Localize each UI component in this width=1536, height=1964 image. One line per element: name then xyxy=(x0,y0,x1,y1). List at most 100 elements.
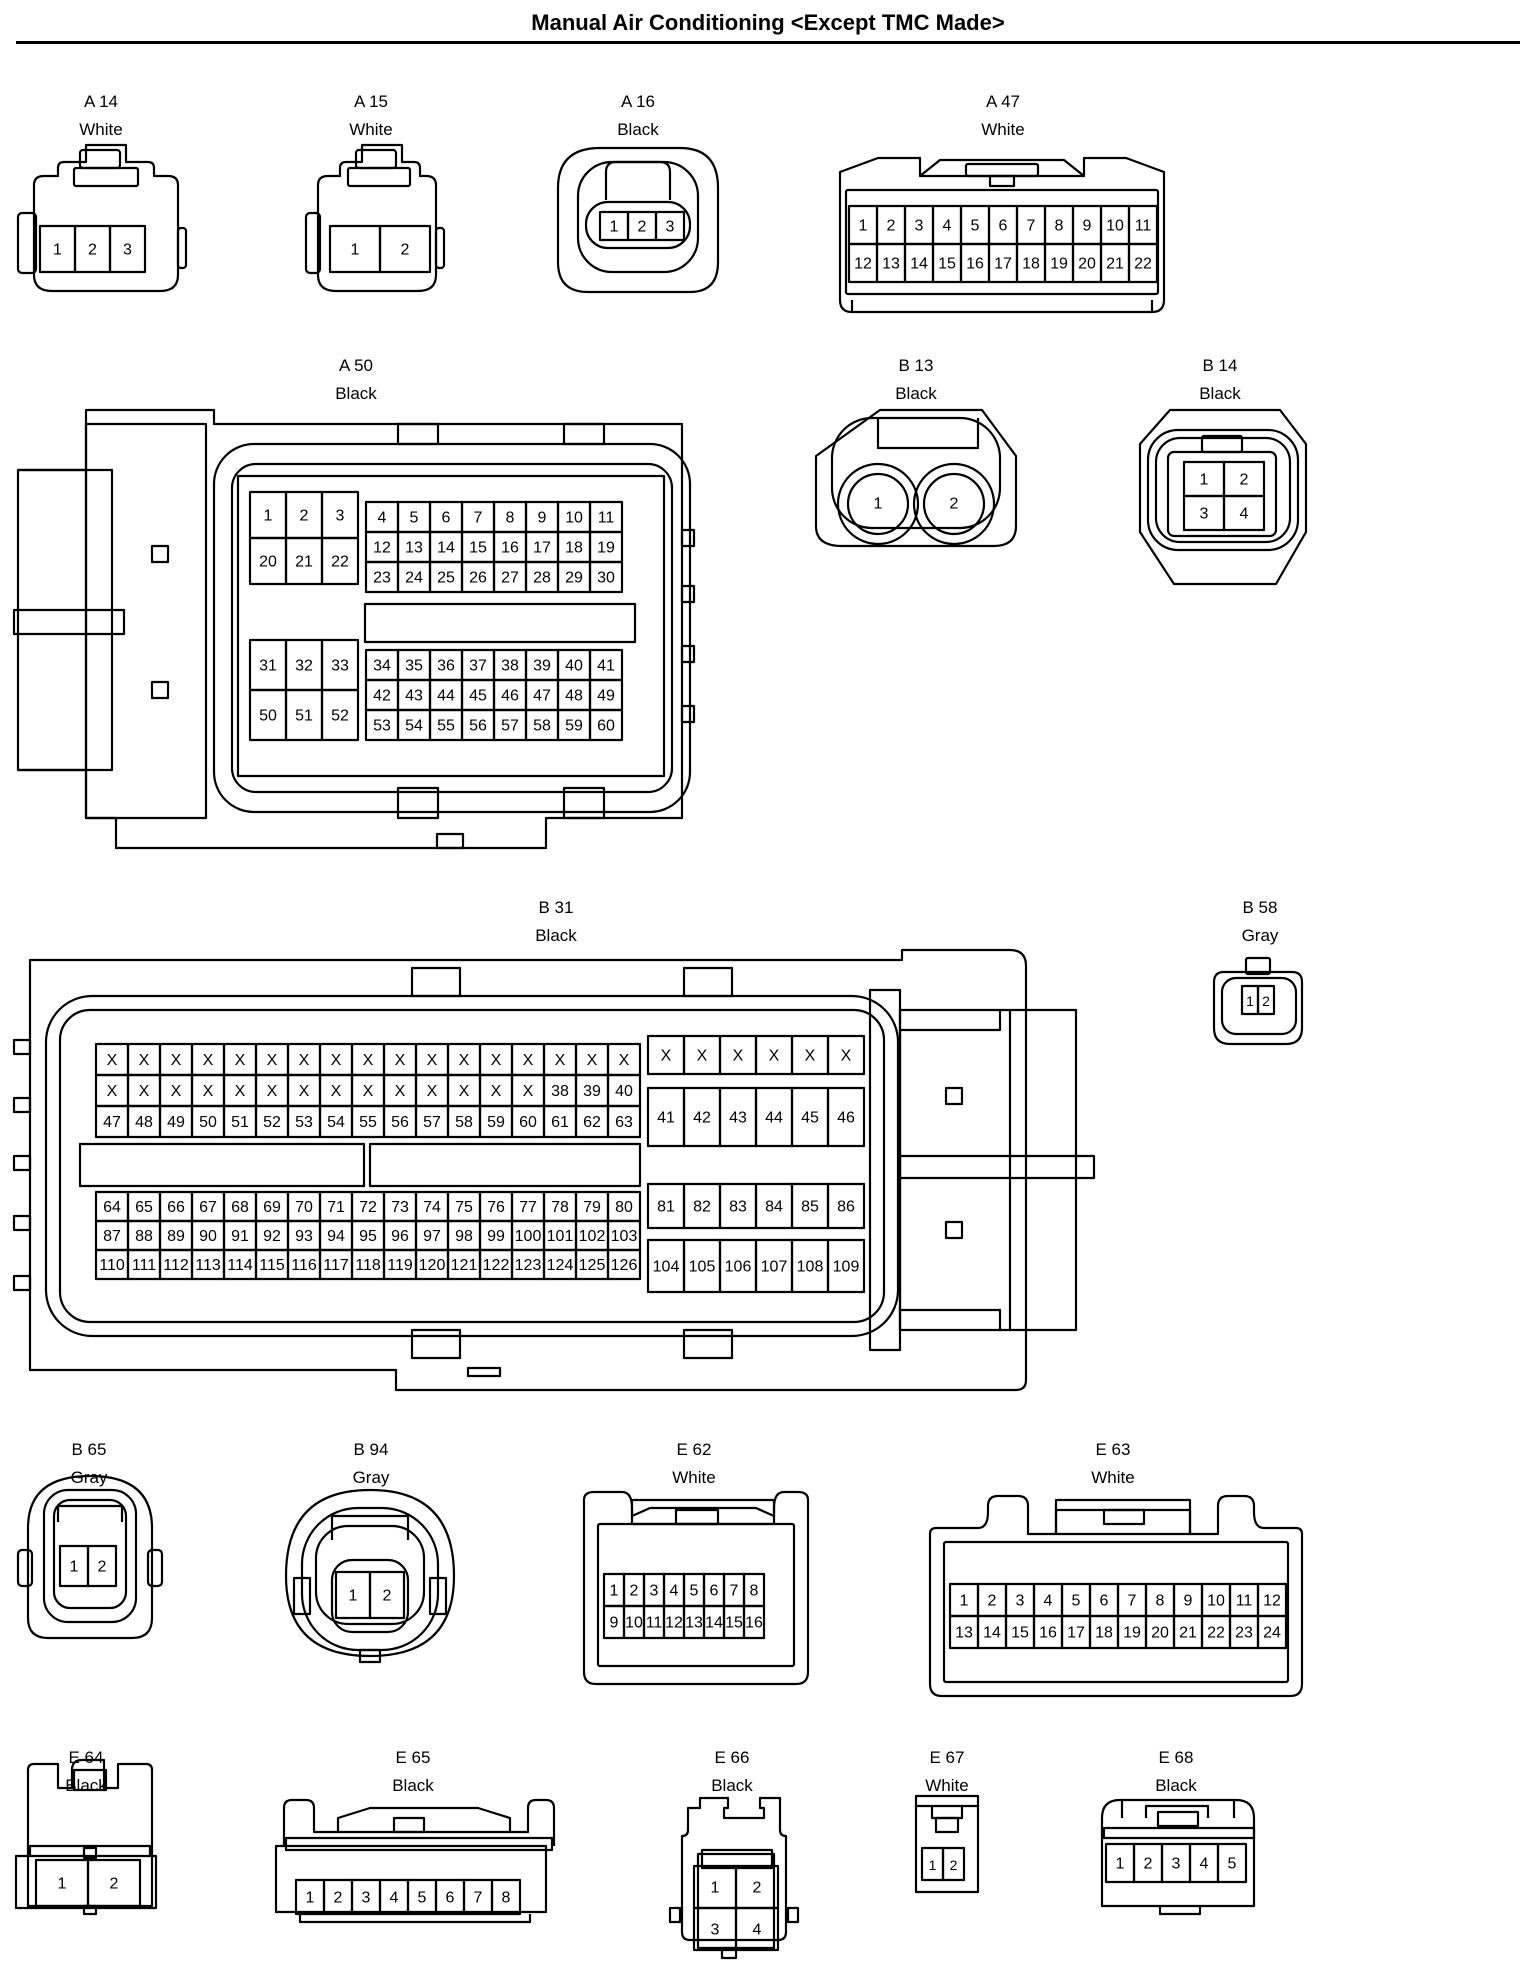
outline-shape xyxy=(72,1768,108,1792)
pin-number: 38 xyxy=(501,658,519,675)
pin-number: 15 xyxy=(938,256,956,273)
pin-number: 64 xyxy=(103,1199,121,1216)
outline-shape xyxy=(668,1906,682,1924)
outline-shape xyxy=(298,1914,532,1924)
pin-cell xyxy=(826,1238,866,1294)
pin-number: 6 xyxy=(1100,1593,1109,1610)
outline-shape xyxy=(150,544,170,564)
pin-number: 31 xyxy=(259,658,277,675)
pin-number: X xyxy=(841,1048,852,1065)
pin-cell xyxy=(1216,1842,1248,1884)
pin-number: 12 xyxy=(854,256,872,273)
outline-shape xyxy=(28,948,1028,1392)
pin-number: 84 xyxy=(765,1199,783,1216)
pin-number: 44 xyxy=(765,1110,783,1127)
pin-number: X xyxy=(395,1052,406,1069)
pin-number: 1 xyxy=(351,242,360,259)
outline-shape xyxy=(435,832,465,850)
outline-shape xyxy=(274,1844,548,1914)
pin-number: X xyxy=(107,1083,118,1100)
outline-shape xyxy=(330,1558,410,1634)
pin-number: 18 xyxy=(565,540,583,557)
pin-number: X xyxy=(299,1052,310,1069)
outline-shape xyxy=(428,1576,448,1616)
pin-number: 2 xyxy=(110,1876,119,1893)
connector-code: A 14 xyxy=(83,92,119,111)
connector-code: E 67 xyxy=(929,1748,965,1767)
outline-shape xyxy=(12,1154,32,1172)
pin-cell xyxy=(606,1248,642,1281)
pin-number: 72 xyxy=(359,1199,377,1216)
pin-number: 43 xyxy=(405,688,423,705)
pin-number: X xyxy=(769,1048,780,1065)
outline-shape xyxy=(330,1514,410,1540)
pin-number: 55 xyxy=(437,718,455,735)
page-title: Manual Air Conditioning <Except TMC Made… xyxy=(531,10,1005,35)
outline-shape xyxy=(604,160,672,200)
outline-shape xyxy=(912,462,996,546)
pin-number: 2 xyxy=(300,508,309,525)
connector-code: E 64 xyxy=(68,1748,104,1767)
pin-number: 2 xyxy=(1144,1856,1153,1873)
pin-number: 2 xyxy=(753,1880,762,1897)
pin-number: 68 xyxy=(231,1199,249,1216)
pin-number: 11 xyxy=(1135,218,1152,235)
pin-number: 47 xyxy=(103,1114,121,1131)
pin-number: 2 xyxy=(401,242,410,259)
pin-number: 2 xyxy=(887,218,896,235)
pin-number: 7 xyxy=(1027,218,1036,235)
pin-number: 98 xyxy=(455,1228,473,1245)
title-rule xyxy=(16,41,1520,44)
pin-number: X xyxy=(805,1048,816,1065)
pin-number: 20 xyxy=(1078,256,1096,273)
pin-cell xyxy=(588,560,624,594)
outline-shape xyxy=(720,1946,738,1960)
pin-number: 86 xyxy=(837,1199,855,1216)
pin-number: 4 xyxy=(1200,1856,1209,1873)
pin-number: X xyxy=(107,1052,118,1069)
pin-cell xyxy=(320,688,360,742)
pin-number: X xyxy=(555,1052,566,1069)
pin-number: 58 xyxy=(455,1114,473,1131)
pin-number: 23 xyxy=(1235,1625,1253,1642)
outline-shape xyxy=(410,1328,462,1360)
outline-shape xyxy=(396,786,440,820)
outline-shape xyxy=(84,422,208,820)
pin-number: 48 xyxy=(135,1114,153,1131)
pin-number: 7 xyxy=(474,1890,483,1907)
pin-number: X xyxy=(523,1052,534,1069)
pin-number: 10 xyxy=(625,1615,643,1632)
outline-shape xyxy=(304,211,322,275)
pin-number: 40 xyxy=(615,1083,633,1100)
pin-number: 11 xyxy=(598,510,615,527)
outline-shape xyxy=(346,166,412,188)
pin-number: 103 xyxy=(611,1228,638,1245)
pin-number: X xyxy=(299,1083,310,1100)
pin-number: 46 xyxy=(837,1110,855,1127)
pin-number: 3 xyxy=(650,1583,659,1600)
pin-number: 101 xyxy=(547,1228,574,1245)
pin-number: 30 xyxy=(597,570,615,587)
outline-shape xyxy=(12,1214,32,1232)
pin-number: 42 xyxy=(693,1110,711,1127)
pin-number: 16 xyxy=(745,1615,763,1632)
outline-shape xyxy=(919,158,1085,177)
pin-number: 81 xyxy=(657,1199,675,1216)
outline-shape xyxy=(314,1524,426,1626)
outline-shape xyxy=(830,416,1002,530)
pin-number: 49 xyxy=(167,1114,185,1131)
connector-color: Black xyxy=(392,1776,434,1795)
connector-color: Black xyxy=(335,384,377,403)
pin-number: X xyxy=(697,1048,708,1065)
pin-cell xyxy=(86,1858,142,1908)
